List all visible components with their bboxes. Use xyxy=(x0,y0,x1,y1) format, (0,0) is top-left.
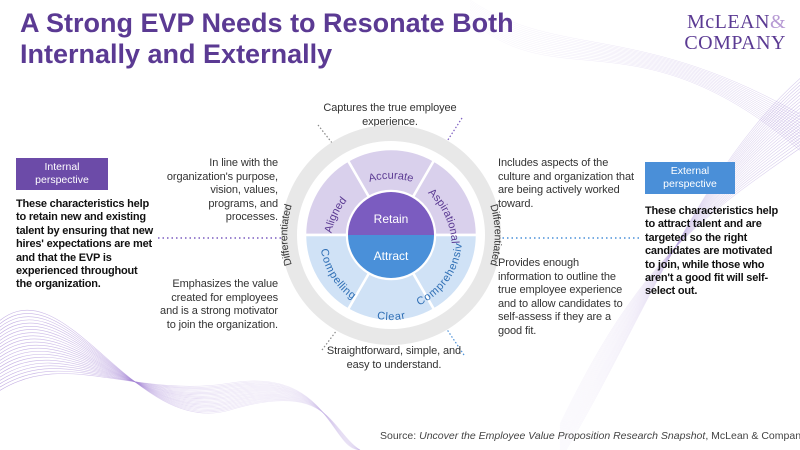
clear-description: Straightforward, simple, and easy to und… xyxy=(326,345,462,371)
compelling-segment xyxy=(303,233,371,312)
wave-right xyxy=(469,0,800,450)
retain-label: Retain xyxy=(374,212,409,226)
wave-line xyxy=(469,16,800,146)
wave-line xyxy=(559,147,800,425)
internal-perspective-label: Internal perspective xyxy=(16,158,108,190)
clear-label: Clear xyxy=(376,310,406,323)
attract-label: Attract xyxy=(374,249,409,263)
evp-wheel: Retain Attract Accurate Aligned Aspirati… xyxy=(278,122,504,345)
wave-line xyxy=(469,11,800,137)
external-perspective-label: External perspective xyxy=(645,162,735,194)
page-title: A Strong EVP Needs to Resonate Both Inte… xyxy=(20,8,514,69)
differentiated-left-label: Differentiated xyxy=(278,203,295,267)
compelling-description: Emphasizes the value created for employe… xyxy=(160,278,278,331)
wave-line xyxy=(469,2,800,121)
accurate-description: Captures the true employee experience. xyxy=(323,102,457,128)
retain-half xyxy=(348,192,434,235)
wave-line xyxy=(469,13,800,140)
wave-line xyxy=(469,14,800,143)
wave-line xyxy=(469,19,800,151)
logo-amp: & xyxy=(769,11,786,33)
source-suffix: , McLean & Company, 2024 xyxy=(705,430,800,442)
wave-line xyxy=(469,5,800,126)
accurate-label: Accurate xyxy=(367,170,415,185)
wave-line xyxy=(469,0,800,115)
wave-line xyxy=(0,373,360,450)
wave-line xyxy=(0,362,361,450)
wave-line xyxy=(469,17,800,149)
wave-line xyxy=(469,1,800,118)
wave-left xyxy=(0,309,361,450)
wave-line xyxy=(469,7,800,129)
connector-top-left xyxy=(317,124,337,149)
comprehensive-description: Provides enough information to outline t… xyxy=(498,257,623,337)
wave-line xyxy=(469,10,800,135)
external-perspective-text: These characteristics help to attract ta… xyxy=(645,205,778,298)
aligned-description: In line with the organization's purpose,… xyxy=(166,157,278,223)
internal-perspective-text: These characteristics help to retain new… xyxy=(16,198,154,291)
logo-line2: COMPANY xyxy=(684,32,786,54)
aspirational-description: Includes aspects of the culture and orga… xyxy=(498,157,634,210)
logo-line1: McLEAN xyxy=(686,11,770,33)
wave-line xyxy=(0,370,361,450)
wave-line xyxy=(469,8,800,132)
differentiated-right-label: Differentiated xyxy=(487,203,504,267)
company-logo: McLEAN& COMPANY xyxy=(684,12,786,54)
source-citation: Source: Uncover the Employee Value Propo… xyxy=(380,430,800,442)
source-prefix: Source: xyxy=(380,430,420,442)
attract-half xyxy=(348,235,434,278)
wave-line xyxy=(469,4,800,124)
wave-line xyxy=(0,335,361,450)
source-title: Uncover the Employee Value Proposition R… xyxy=(419,430,706,442)
wave-line xyxy=(0,368,361,450)
